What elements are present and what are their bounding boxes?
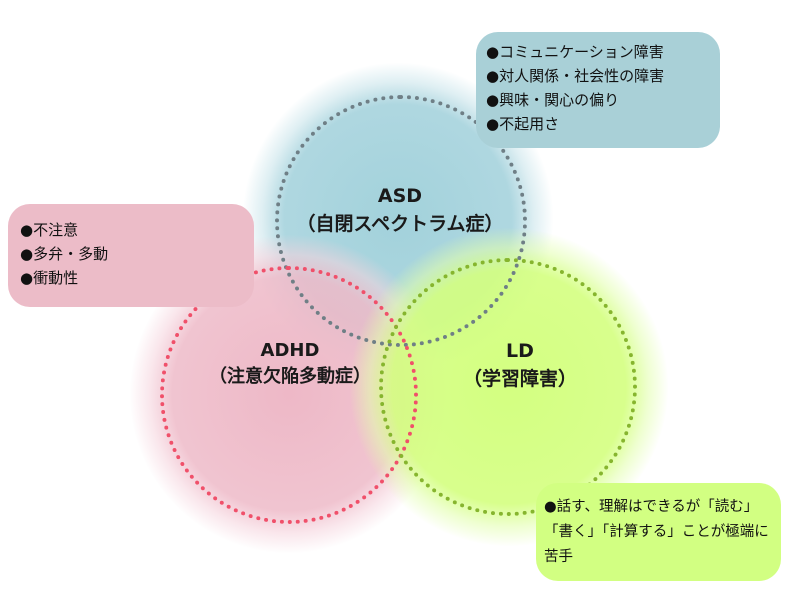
adhd-title: ADHD (260, 340, 320, 361)
adhd-note-box: ●不注意 ●多弁・多動 ●衝動性 (8, 204, 254, 307)
list-item: ●不注意 (20, 221, 79, 239)
adhd-label: ADHD （注意欠陥多動症） (140, 338, 440, 390)
asd-title: ASD (377, 185, 423, 207)
list-item: ●多弁・多動 (20, 245, 109, 263)
list-item: ●不起用さ (486, 115, 560, 133)
ld-note-text: ●話す、理解はできるが「読む」「書く」「計算する」ことが極端に苦手 (544, 499, 769, 565)
asd-note-box: ●コミュニケーション障害 ●対人関係・社会性の障害 ●興味・関心の偏り ●不起用… (476, 32, 720, 148)
list-item: ●対人関係・社会性の障害 (486, 67, 665, 85)
ld-subtitle: （学習障害） (462, 367, 577, 390)
ld-note-box: ●話す、理解はできるが「読む」「書く」「計算する」ことが極端に苦手 (536, 483, 781, 581)
list-item: ●興味・関心の偏り (486, 91, 620, 109)
adhd-subtitle: （注意欠陥多動症） (209, 366, 371, 388)
adhd-note-list: ●不注意 ●多弁・多動 ●衝動性 (20, 218, 254, 290)
ld-circle-outline (379, 258, 637, 516)
ld-title: LD (506, 340, 534, 362)
ld-label: LD （学習障害） (410, 338, 630, 393)
asd-label: ASD （自閉スペクトラム症） (260, 183, 540, 238)
list-item: ●衝動性 (20, 269, 79, 287)
list-item: ●コミュニケーション障害 (486, 43, 664, 61)
asd-note-list: ●コミュニケーション障害 ●対人関係・社会性の障害 ●興味・関心の偏り ●不起用… (486, 40, 720, 136)
asd-subtitle: （自閉スペクトラム症） (296, 212, 504, 235)
